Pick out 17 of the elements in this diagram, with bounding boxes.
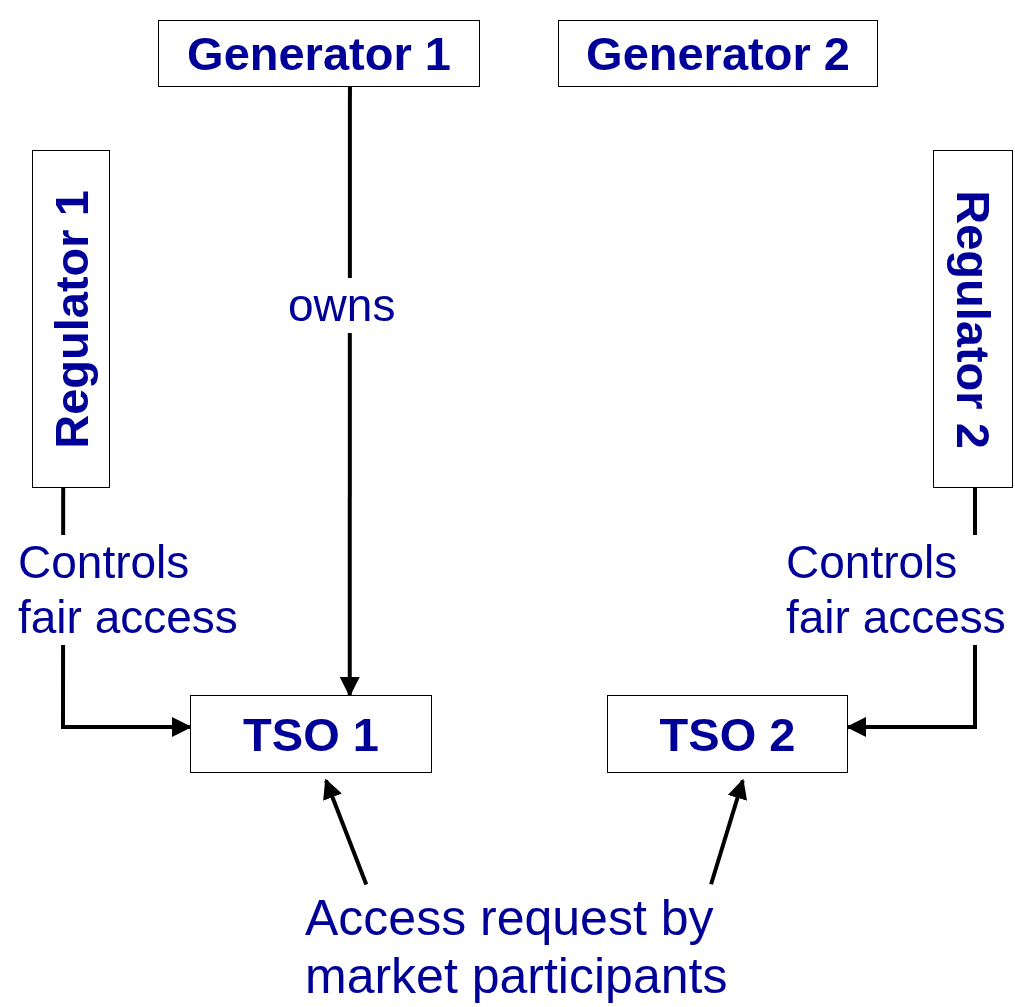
entity-box [558, 20, 878, 87]
arrow [709, 778, 748, 885]
entity-name: Generator 2 [586, 26, 850, 81]
note-text: Access request by market participants [305, 890, 729, 1005]
entity-name: Regulator 1 [43, 189, 99, 449]
entity-box [190, 695, 432, 773]
entity-box [933, 150, 1013, 488]
entity-box [158, 20, 480, 87]
edge-label: owns [288, 278, 396, 334]
entity-name: Generator 1 [187, 26, 451, 81]
entity-box [32, 150, 110, 488]
entity-name: TSO 1 [243, 706, 379, 762]
entity-name: TSO 2 [659, 706, 796, 762]
arrow [323, 778, 369, 886]
entity-box [607, 695, 848, 773]
arrow [339, 87, 360, 697]
entity-name: Regulator 2 [945, 189, 1001, 449]
